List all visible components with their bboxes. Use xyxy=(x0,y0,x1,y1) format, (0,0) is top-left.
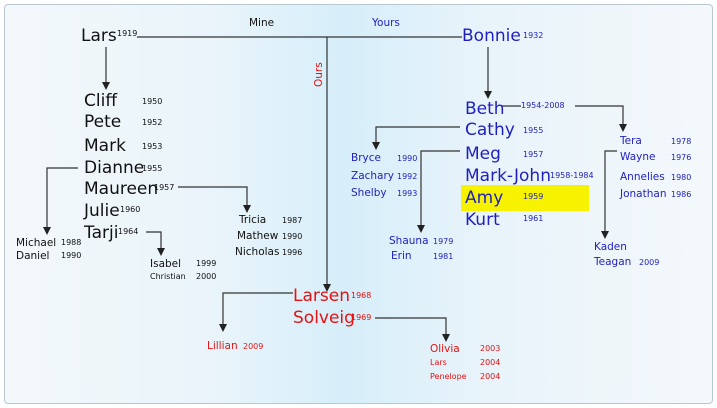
person-lars-year: 1919 xyxy=(117,29,138,38)
person-larsen-year: 1968 xyxy=(351,291,372,300)
person-larsen-name: Larsen xyxy=(293,286,350,306)
person-penelope-year: 2004 xyxy=(480,372,501,381)
person-lars-name: Lars xyxy=(81,26,117,46)
person-mark-year: 1953 xyxy=(142,142,163,151)
tarji-arrow xyxy=(146,231,165,256)
dianne-arrow xyxy=(43,167,78,235)
connector-lines xyxy=(43,36,627,342)
person-wayne-name: Wayne xyxy=(620,151,656,163)
person-erin-name: Erin xyxy=(391,250,412,262)
person-daniel-year: 1990 xyxy=(61,251,82,260)
person-erin-year: 1981 xyxy=(433,252,454,261)
person-shauna-year: 1979 xyxy=(433,237,454,246)
person-amy-name: Amy xyxy=(465,188,504,208)
person-isabel-year: 1999 xyxy=(196,259,217,268)
person-kurt-year: 1961 xyxy=(523,214,544,223)
person-cliff-name: Cliff xyxy=(84,91,118,111)
person-shelby-year: 1993 xyxy=(397,189,418,198)
person-nicholas-year: 1996 xyxy=(282,248,303,257)
person-meg-name: Meg xyxy=(465,144,501,164)
person-wayne-year: 1976 xyxy=(671,153,692,162)
person-meg-year: 1957 xyxy=(523,150,544,159)
maureen-arrow xyxy=(178,186,251,213)
person-bryce-name: Bryce xyxy=(351,152,381,164)
person-isabel-name: Isabel xyxy=(150,258,182,270)
person-jonathan-year: 1986 xyxy=(671,190,692,199)
person-shauna-name: Shauna xyxy=(389,235,429,247)
solveig-arrow xyxy=(375,317,450,342)
person-mark-john-name: Mark-John xyxy=(465,166,551,186)
person-beth-name: Beth xyxy=(465,99,505,119)
person-lillian-name: Lillian xyxy=(207,340,238,352)
person-bonnie-year: 1932 xyxy=(523,31,544,40)
person-christian-year: 2000 xyxy=(196,272,217,281)
amy-highlight xyxy=(461,185,589,211)
person-zachary-name: Zachary xyxy=(351,170,395,182)
person-julie-year: 1960 xyxy=(120,205,141,214)
person-mathew-year: 1990 xyxy=(282,232,303,241)
wayne-arrow xyxy=(601,150,617,239)
person-michael-name: Michael xyxy=(16,237,57,249)
cathy-arrow xyxy=(372,126,460,150)
person-solveig-name: Solveig xyxy=(293,308,355,328)
person-christian-name: Christian xyxy=(150,272,186,281)
person-dianne-year: 1955 xyxy=(142,164,163,173)
person-bonnie-name: Bonnie xyxy=(462,26,521,46)
person-olivia-year: 2003 xyxy=(480,344,501,353)
person-mark-john-year: 1958-1984 xyxy=(550,171,594,180)
family-tree-panel: Mine Yours Ours Lars 1919 Bonnie 1932 Cl… xyxy=(4,4,713,404)
person-cliff-year: 1950 xyxy=(142,97,163,106)
ours-label: Ours xyxy=(313,62,325,87)
person-tricia-year: 1987 xyxy=(282,216,303,225)
person-annelies-name: Annelies xyxy=(620,171,665,183)
person-tera-name: Tera xyxy=(620,135,642,147)
person-bryce-year: 1990 xyxy=(397,154,418,163)
person-annelies-year: 1980 xyxy=(671,173,692,182)
person-olivia-name: Olivia xyxy=(430,343,460,355)
person-teagan-name: Teagan xyxy=(594,256,632,268)
yours-label: Yours xyxy=(372,17,400,29)
person-tera-year: 1978 xyxy=(671,137,692,146)
person-daniel-name: Daniel xyxy=(16,250,50,262)
larsen-arrow xyxy=(219,292,293,332)
person-dianne-name: Dianne xyxy=(84,158,145,178)
person-mathew-name: Mathew xyxy=(237,230,279,242)
person-jonathan-name: Jonathan xyxy=(620,188,667,200)
person-amy-year: 1959 xyxy=(523,192,544,201)
person-kaden-name: Kaden xyxy=(594,241,627,253)
person-maureen-name: Maureen xyxy=(84,179,159,199)
person-shelby-name: Shelby xyxy=(351,187,387,199)
person-cathy-year: 1955 xyxy=(523,126,544,135)
person-julie-name: Julie xyxy=(84,201,120,221)
beth-arrow xyxy=(575,105,627,132)
person-maureen-year: 1957 xyxy=(154,183,175,192)
person-tarji-name: Tarji xyxy=(84,223,119,243)
person-pete-name: Pete xyxy=(84,112,122,132)
person-pete-year: 1952 xyxy=(142,118,163,127)
person-michael-year: 1988 xyxy=(61,238,82,247)
person-zachary-year: 1992 xyxy=(397,172,418,181)
mine-label: Mine xyxy=(249,17,275,29)
person-kurt-name: Kurt xyxy=(465,210,500,230)
person-solveig-year: 1969 xyxy=(351,313,372,322)
person-penelope-name: Penelope xyxy=(430,372,467,381)
person-tricia-name: Tricia xyxy=(239,214,267,226)
person-beth-year: 1954-2008 xyxy=(521,101,565,110)
meg-arrow xyxy=(417,150,460,233)
person-lillian-year: 2009 xyxy=(243,342,264,351)
person-lars-grandchild-name: Lars xyxy=(430,358,447,367)
person-nicholas-name: Nicholas xyxy=(235,246,280,258)
person-cathy-name: Cathy xyxy=(465,120,515,140)
person-teagan-year: 2009 xyxy=(639,258,660,267)
person-lars-grandchild-year: 2004 xyxy=(480,358,501,367)
person-mark-name: Mark xyxy=(84,136,126,156)
person-tarji-year: 1964 xyxy=(118,227,139,236)
